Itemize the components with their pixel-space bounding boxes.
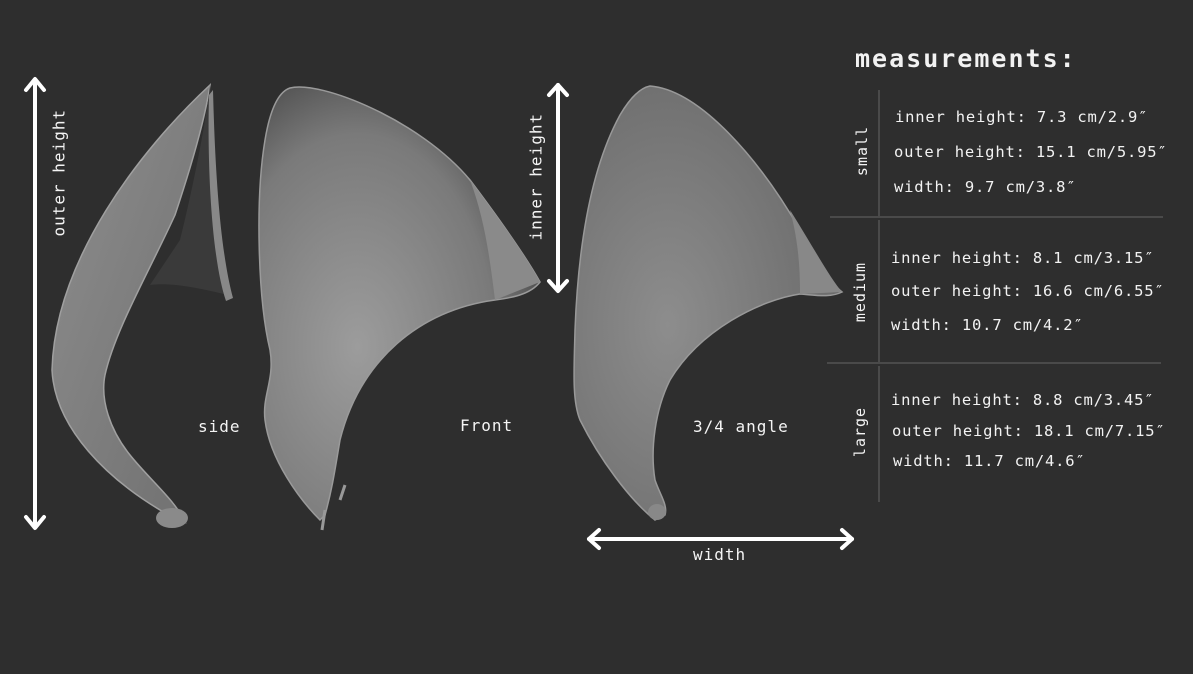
size-label-medium: medium xyxy=(851,261,869,323)
three-quarter-view-label: 3/4 angle xyxy=(693,417,789,436)
small-inner-height: inner height: 7.3 cm/2.9″ xyxy=(895,108,1149,126)
inner-height-label: inner height xyxy=(526,112,546,241)
small-medium-separator xyxy=(830,216,1163,218)
width-arrow xyxy=(587,528,854,550)
measurements-title: measurements: xyxy=(855,44,1077,73)
inner-height-arrow xyxy=(547,83,569,293)
medium-large-separator xyxy=(827,362,1161,364)
size-label-large: large xyxy=(851,406,869,458)
large-inner-height: inner height: 8.8 cm/3.45″ xyxy=(891,391,1155,409)
small-divider xyxy=(878,90,880,217)
ear-three-quarter-view xyxy=(573,85,844,521)
outer-height-arrow xyxy=(24,77,46,530)
outer-height-label: outer height xyxy=(49,108,69,237)
front-view-label: Front xyxy=(460,416,514,435)
medium-divider xyxy=(878,220,880,362)
large-divider xyxy=(878,366,880,502)
medium-inner-height: inner height: 8.1 cm/3.15″ xyxy=(891,249,1155,267)
large-outer-height: outer height: 18.1 cm/7.15″ xyxy=(892,422,1166,440)
medium-width: width: 10.7 cm/4.2″ xyxy=(891,316,1084,334)
side-view-label: side xyxy=(198,417,241,436)
size-label-small: small xyxy=(853,125,871,177)
large-width: width: 11.7 cm/4.6″ xyxy=(893,452,1086,470)
small-width: width: 9.7 cm/3.8″ xyxy=(894,178,1077,196)
width-label: width xyxy=(693,545,747,564)
ear-side-view xyxy=(51,83,233,528)
medium-outer-height: outer height: 16.6 cm/6.55″ xyxy=(891,282,1165,300)
ear-front-view xyxy=(258,86,541,531)
small-outer-height: outer height: 15.1 cm/5.95″ xyxy=(894,143,1168,161)
